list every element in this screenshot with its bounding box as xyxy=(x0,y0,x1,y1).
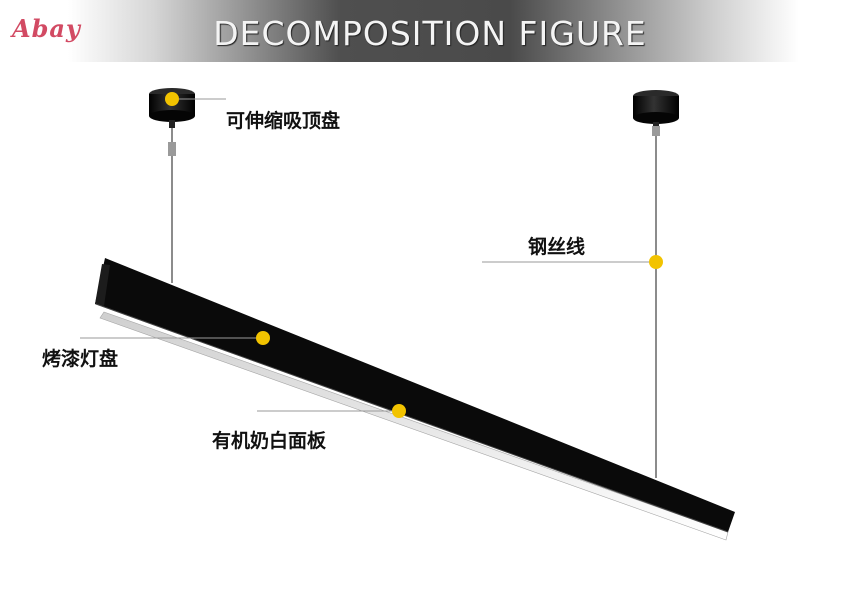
header-banner: Abay DECOMPOSITION FIGURE xyxy=(0,0,850,62)
marker-painted-housing xyxy=(256,331,270,345)
marker-ceiling-canopy xyxy=(165,92,179,106)
fixture-housing xyxy=(95,258,735,532)
label-ceiling-canopy: 可伸缩吸顶盘 xyxy=(226,110,341,132)
label-acrylic-panel: 有机奶白面板 xyxy=(212,430,327,452)
brand-logo: Abay xyxy=(12,14,81,43)
label-painted-housing: 烤漆灯盘 xyxy=(42,348,119,370)
milky-acrylic-panel xyxy=(99,311,729,541)
left-ceiling-canopy xyxy=(149,88,195,128)
right-ceiling-canopy xyxy=(633,90,679,130)
steel-wires xyxy=(168,126,660,478)
wire-gripper-left xyxy=(168,142,176,156)
wire-gripper-right xyxy=(652,126,660,136)
fixture-end-cap xyxy=(95,264,110,306)
callout-markers xyxy=(80,92,663,418)
marker-steel-wire xyxy=(649,255,663,269)
page-title: DECOMPOSITION FIGURE xyxy=(213,14,647,53)
linear-fixture xyxy=(95,258,735,541)
marker-acrylic-panel xyxy=(392,404,406,418)
label-steel-wire: 钢丝线 xyxy=(528,236,586,258)
